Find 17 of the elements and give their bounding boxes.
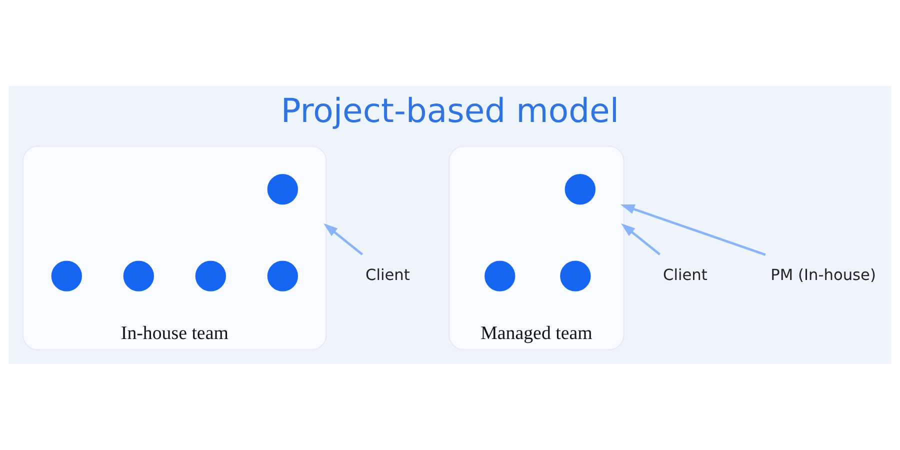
diagram-title: Project-based model — [280, 90, 620, 130]
node-person — [195, 260, 226, 292]
node-person — [267, 260, 298, 292]
node-person — [484, 260, 516, 292]
arrow — [620, 204, 766, 256]
cluster: Managed team — [448, 146, 624, 350]
arrow — [324, 223, 364, 256]
node-person — [51, 260, 82, 292]
cluster: In-house team — [22, 146, 327, 350]
node-person — [560, 260, 591, 292]
node-text: Client — [663, 266, 708, 284]
node-person — [564, 174, 596, 205]
node-text: PM (In-house) — [770, 266, 876, 284]
arrow — [621, 223, 661, 256]
node-text: Client — [366, 266, 410, 284]
node-person — [123, 260, 154, 292]
node-person — [267, 174, 298, 205]
